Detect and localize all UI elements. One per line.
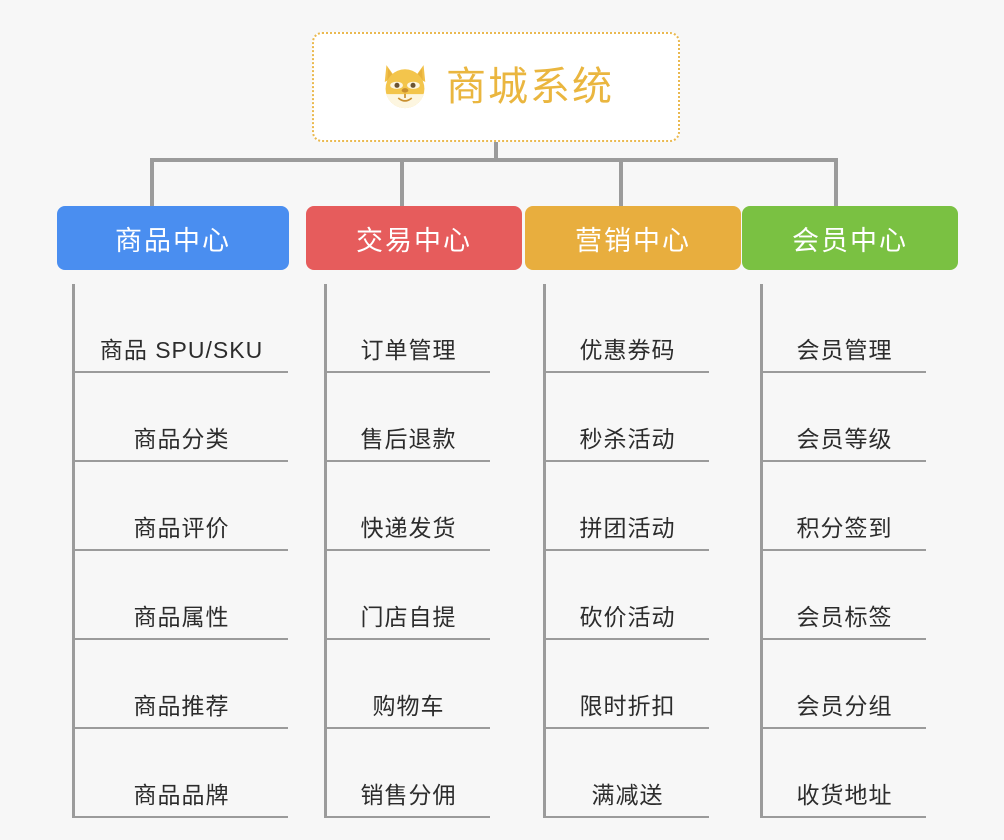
category-column-product: 商品中心 商品 SPU/SKU 商品分类 商品评价 商品属性 商品推荐 商品品牌 [57, 206, 289, 818]
list-item[interactable]: 砍价活动 [546, 551, 709, 640]
leaf-list-member: 会员管理 会员等级 积分签到 会员标签 会员分组 收货地址 [760, 284, 958, 818]
shiba-dog-icon [384, 65, 426, 110]
list-item[interactable]: 商品 SPU/SKU [75, 284, 288, 373]
list-item[interactable]: 会员等级 [763, 373, 926, 462]
list-item[interactable]: 商品分类 [75, 373, 288, 462]
leaf-list-marketing: 优惠券码 秒杀活动 拼团活动 砍价活动 限时折扣 满减送 [543, 284, 741, 818]
list-item[interactable]: 收货地址 [763, 729, 926, 818]
list-item[interactable]: 限时折扣 [546, 640, 709, 729]
list-item[interactable]: 订单管理 [327, 284, 490, 373]
list-item[interactable]: 销售分佣 [327, 729, 490, 818]
list-item[interactable]: 会员分组 [763, 640, 926, 729]
list-item[interactable]: 商品评价 [75, 462, 288, 551]
category-column-marketing: 营销中心 优惠券码 秒杀活动 拼团活动 砍价活动 限时折扣 满减送 [525, 206, 741, 818]
list-item[interactable]: 商品属性 [75, 551, 288, 640]
connector-root-stem [494, 142, 498, 162]
connector-drop-4 [834, 158, 838, 208]
connector-drop-2 [400, 158, 404, 208]
category-header-product[interactable]: 商品中心 [57, 206, 289, 270]
connector-drop-1 [150, 158, 154, 208]
category-header-member[interactable]: 会员中心 [742, 206, 958, 270]
list-item[interactable]: 门店自提 [327, 551, 490, 640]
category-column-trade: 交易中心 订单管理 售后退款 快递发货 门店自提 购物车 销售分佣 [306, 206, 522, 818]
leaf-list-product: 商品 SPU/SKU 商品分类 商品评价 商品属性 商品推荐 商品品牌 [72, 284, 289, 818]
list-item[interactable]: 秒杀活动 [546, 373, 709, 462]
list-item[interactable]: 满减送 [546, 729, 709, 818]
category-header-trade[interactable]: 交易中心 [306, 206, 522, 270]
category-column-member: 会员中心 会员管理 会员等级 积分签到 会员标签 会员分组 收货地址 [742, 206, 958, 818]
list-item[interactable]: 会员管理 [763, 284, 926, 373]
list-item[interactable]: 售后退款 [327, 373, 490, 462]
category-header-marketing[interactable]: 营销中心 [525, 206, 741, 270]
list-item[interactable]: 快递发货 [327, 462, 490, 551]
list-item[interactable]: 拼团活动 [546, 462, 709, 551]
list-item[interactable]: 会员标签 [763, 551, 926, 640]
list-item[interactable]: 商品品牌 [75, 729, 288, 818]
list-item[interactable]: 积分签到 [763, 462, 926, 551]
leaf-list-trade: 订单管理 售后退款 快递发货 门店自提 购物车 销售分佣 [324, 284, 522, 818]
connector-drop-3 [619, 158, 623, 208]
root-node[interactable]: 商城系统 [312, 32, 680, 142]
list-item[interactable]: 优惠券码 [546, 284, 709, 373]
list-item[interactable]: 商品推荐 [75, 640, 288, 729]
connector-horizontal-bus [150, 158, 838, 162]
list-item[interactable]: 购物车 [327, 640, 490, 729]
root-title: 商城系统 [446, 65, 614, 109]
